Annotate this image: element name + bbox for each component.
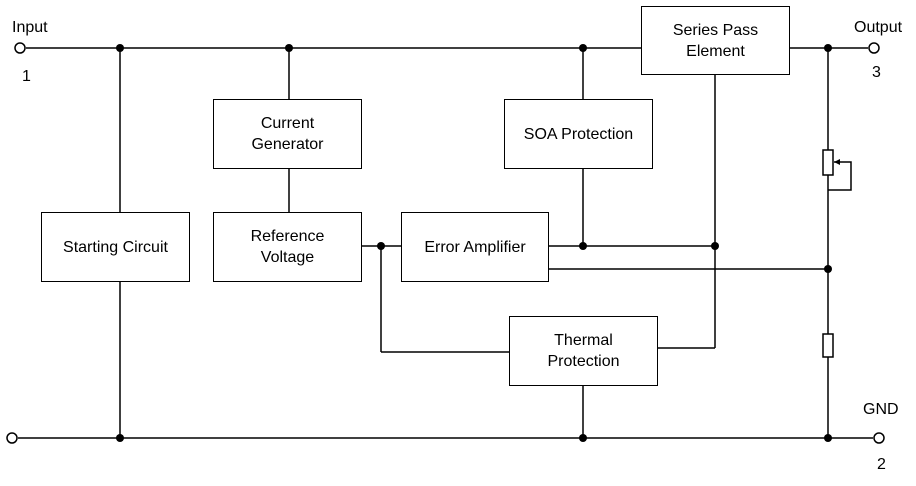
thermal-protection-block: Thermal Protection: [509, 316, 658, 386]
error-amplifier-block: Error Amplifier: [401, 212, 549, 282]
junction-dots: [116, 44, 832, 442]
output-pin-number: 3: [872, 64, 881, 81]
gnd-label: GND: [863, 401, 899, 418]
output-terminal: [868, 42, 880, 54]
starting-circuit-block: Starting Circuit: [41, 212, 190, 282]
ground-terminal: [873, 432, 885, 444]
input-label: Input: [12, 19, 48, 36]
output-label: Output: [854, 19, 903, 36]
ground-left-terminal: [6, 432, 18, 444]
series-pass-element-block: Series Pass Element: [641, 6, 790, 75]
current-generator-block: Current Generator: [213, 99, 362, 169]
potentiometer-resistor: [822, 149, 834, 176]
gnd-pin-number: 2: [877, 456, 886, 473]
input-terminal: [14, 42, 26, 54]
input-pin-number: 1: [22, 68, 31, 85]
soa-protection-block: SOA Protection: [504, 99, 653, 169]
lower-resistor: [822, 333, 834, 358]
reference-voltage-block: Reference Voltage: [213, 212, 362, 282]
